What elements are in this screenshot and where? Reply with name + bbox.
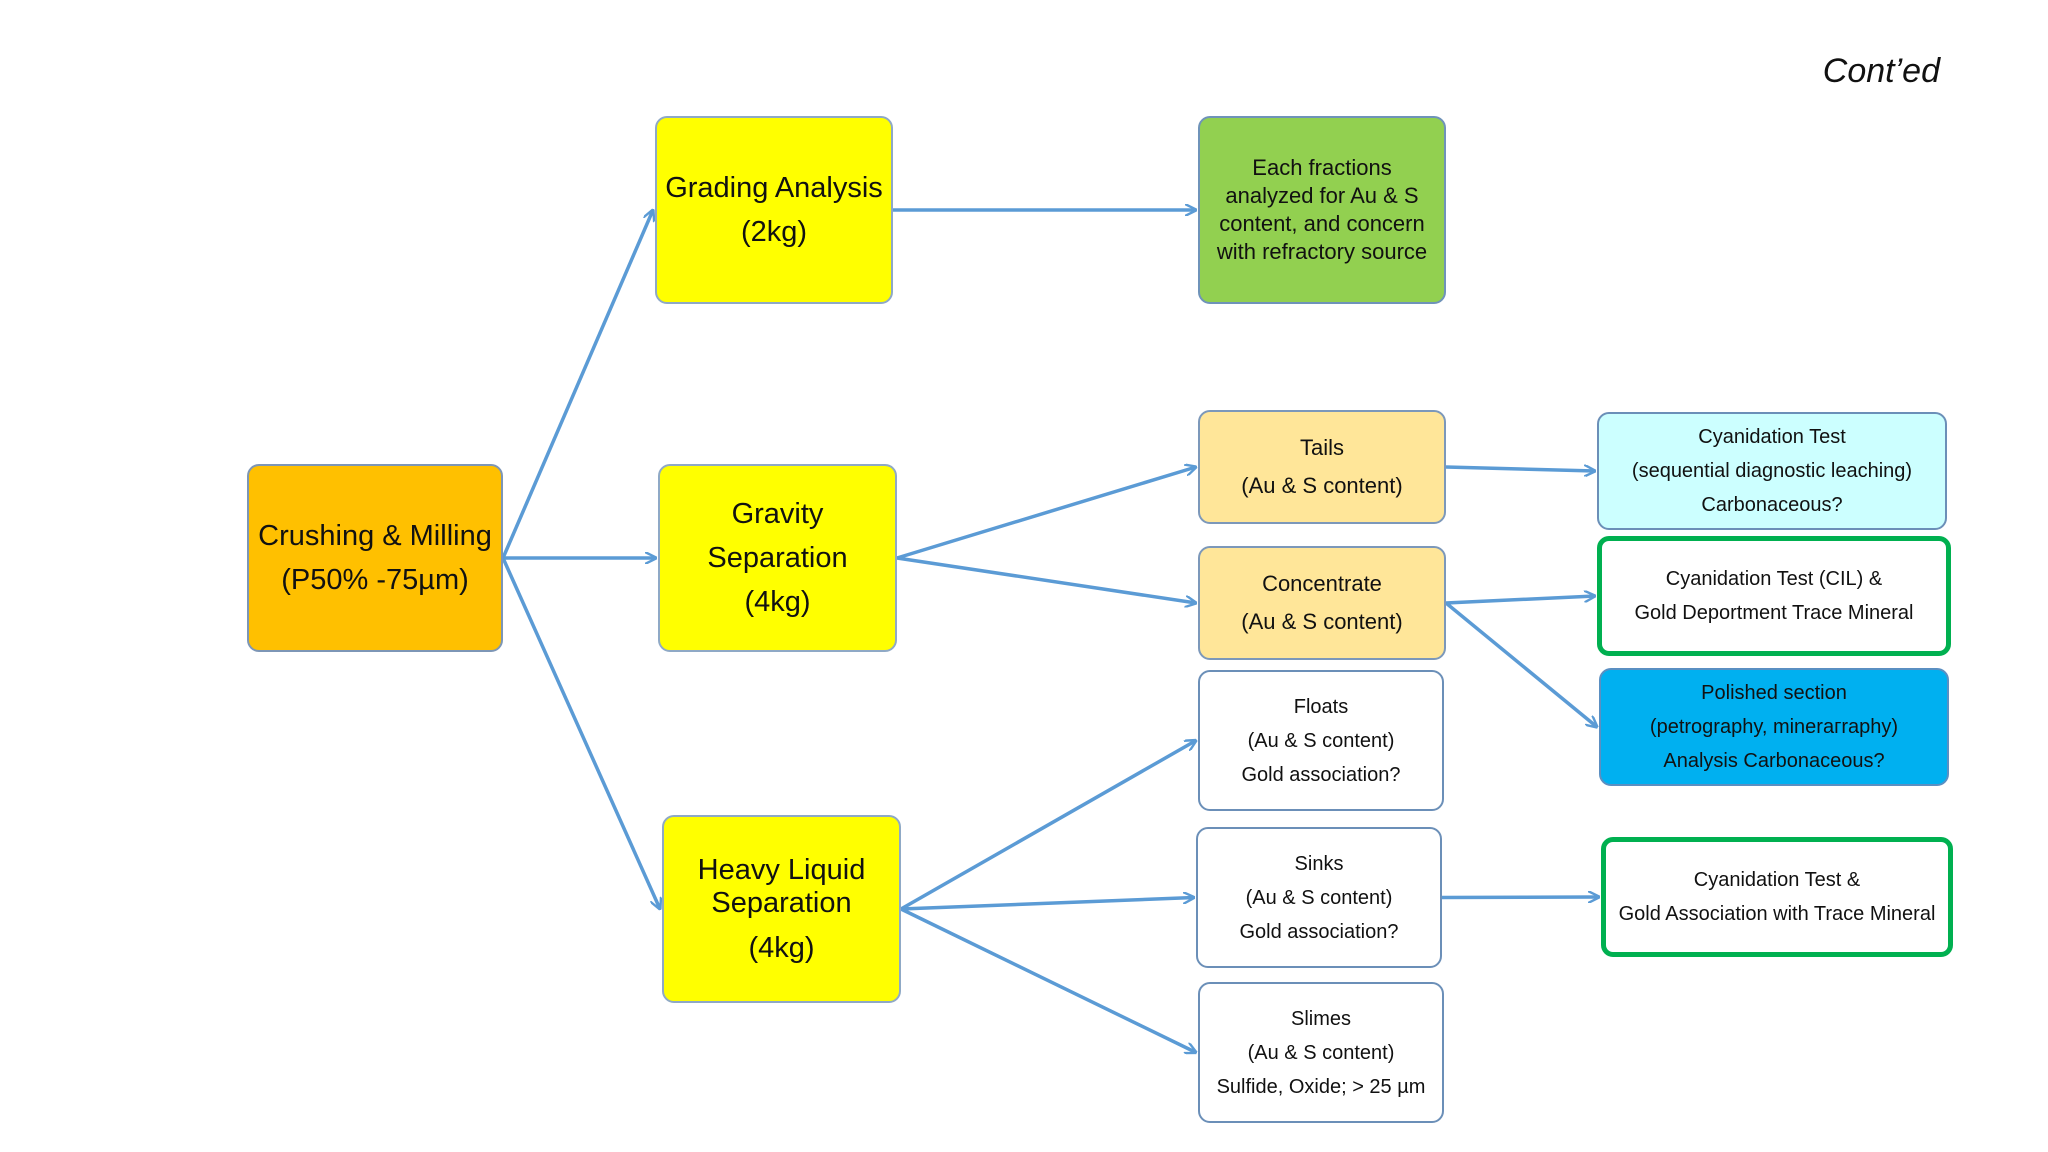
sinks-box: Sinks (Au & S content) Gold association? bbox=[1196, 827, 1442, 968]
arrow-crushing-to-hls bbox=[501, 557, 660, 909]
cyanidation-association-box: Cyanidation Test & Gold Association with… bbox=[1601, 837, 1953, 957]
slimes-title: Slimes bbox=[1290, 1007, 1351, 1030]
arrow-concentrate-to-polished bbox=[1444, 601, 1597, 727]
grading-analysis-box: Grading Analysis (2kg) bbox=[655, 116, 893, 304]
polished-question: Analysis Carbonaceous? bbox=[1663, 750, 1885, 772]
polished-title: Polished section bbox=[1701, 682, 1847, 704]
slimes-content: (Au & S content) bbox=[1247, 1041, 1395, 1064]
arrow-gravity-to-tails bbox=[896, 467, 1196, 560]
hls-mass: (4kg) bbox=[748, 931, 815, 964]
fractions-line4: with refractory source bbox=[1216, 239, 1428, 264]
cyanidation-sequential-box: Cyanidation Test (sequential diagnostic … bbox=[1597, 412, 1947, 530]
continued-label: Cont’ed bbox=[1822, 52, 1940, 90]
arrow-gravity-to-concentrate bbox=[896, 556, 1196, 603]
floats-title: Floats bbox=[1293, 695, 1349, 718]
slimes-box: Slimes (Au & S content) Sulfide, Oxide; … bbox=[1198, 982, 1444, 1123]
arrow-crushing-to-grading bbox=[501, 210, 653, 559]
tails-title: Tails bbox=[1299, 435, 1344, 460]
sinks-content: (Au & S content) bbox=[1245, 886, 1393, 909]
fractions-line3: content, and concern bbox=[1219, 211, 1425, 236]
arrow-hls-to-slimes bbox=[900, 907, 1196, 1053]
polished-methods: (petrography, minerагraphy) bbox=[1649, 716, 1899, 738]
arrow-hls-to-sinks bbox=[900, 898, 1194, 911]
sinks-question: Gold association? bbox=[1239, 920, 1399, 943]
gravity-separation-box: Gravity Separation (4kg) bbox=[658, 464, 897, 652]
crushing-milling-box: Crushing & Milling (P50% -75µm) bbox=[247, 464, 503, 652]
cyan-assoc-detail: Gold Association with Trace Mineral bbox=[1618, 903, 1936, 925]
tails-box: Tails (Au & S content) bbox=[1198, 410, 1446, 524]
polished-section-box: Polished section (petrography, minerагra… bbox=[1599, 668, 1949, 786]
gravity-mass: (4kg) bbox=[744, 586, 811, 618]
grading-mass: (2kg) bbox=[740, 216, 808, 248]
hls-title-line2: Separation bbox=[711, 886, 852, 919]
floats-question: Gold association? bbox=[1241, 763, 1401, 786]
cyan-seq-question: Carbonaceous? bbox=[1701, 494, 1843, 516]
cyan-assoc-title: Cyanidation Test & bbox=[1693, 869, 1861, 891]
arrow-hls-to-floats bbox=[900, 741, 1196, 911]
grading-title: Grading Analysis bbox=[665, 172, 883, 204]
fractions-analysis-box: Each fractions analyzed for Au & S conte… bbox=[1198, 116, 1446, 304]
gravity-title: Gravity Separation bbox=[707, 498, 848, 574]
concentrate-title: Concentrate bbox=[1262, 571, 1382, 596]
crushing-title: Crushing & Milling bbox=[258, 520, 492, 552]
fractions-line2: analyzed for Au & S bbox=[1225, 183, 1419, 208]
floats-content: (Au & S content) bbox=[1247, 729, 1395, 752]
arrow-sinks-to-cyan_assoc bbox=[1441, 897, 1599, 898]
tails-content: (Au & S content) bbox=[1241, 473, 1403, 498]
floats-box: Floats (Au & S content) Gold association… bbox=[1198, 670, 1444, 811]
concentrate-box: Concentrate (Au & S content) bbox=[1198, 546, 1446, 660]
cyan-cil-title: Cyanidation Test (CIL) & bbox=[1665, 568, 1883, 590]
hls-title-line1: Heavy Liquid bbox=[697, 853, 866, 886]
cyanidation-cil-box: Cyanidation Test (CIL) & Gold Deportment… bbox=[1597, 536, 1951, 656]
cyan-cil-detail: Gold Deportment Trace Mineral bbox=[1634, 602, 1914, 624]
heavy-liquid-separation-box: Heavy Liquid Separation (4kg) bbox=[662, 815, 901, 1003]
cyan-seq-method: (sequential diagnostic leaching) bbox=[1631, 460, 1913, 482]
arrow-concentrate-to-cyan_cil bbox=[1445, 596, 1595, 605]
cyan-seq-title: Cyanidation Test bbox=[1698, 426, 1846, 448]
crushing-spec: (P50% -75µm) bbox=[281, 564, 469, 596]
arrow-tails-to-cyan_seq bbox=[1445, 467, 1595, 471]
concentrate-content: (Au & S content) bbox=[1241, 609, 1403, 634]
fractions-line1: Each fractions bbox=[1252, 155, 1392, 180]
slimes-note: Sulfide, Oxide; > 25 µm bbox=[1216, 1075, 1426, 1098]
sinks-title: Sinks bbox=[1294, 852, 1344, 875]
